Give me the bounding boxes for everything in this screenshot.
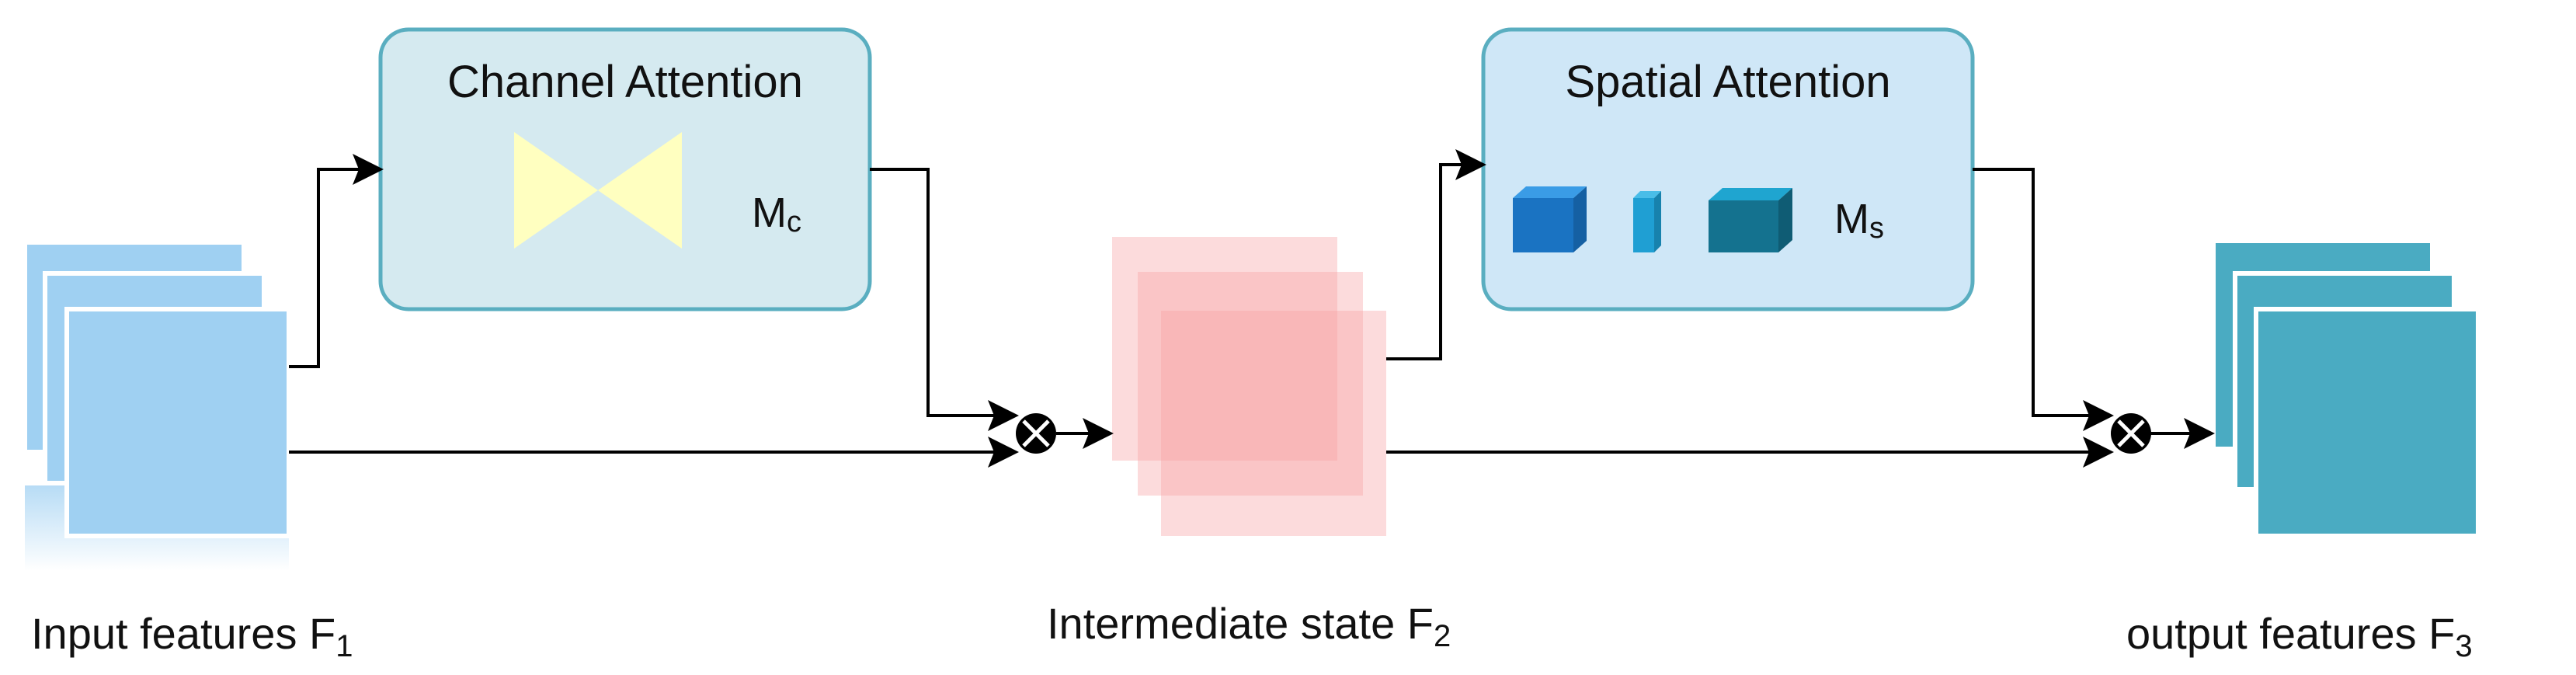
multiply-node-icon	[1016, 413, 1056, 454]
input-features-caption: Input features F1	[31, 609, 353, 663]
spatial-attention-title: Spatial Attention	[1565, 57, 1890, 107]
connectors	[289, 149, 2215, 468]
intermediate-state-stack	[1112, 237, 1386, 536]
cube-icon	[1513, 186, 1587, 252]
multiply-node-icon	[2111, 413, 2151, 454]
output-features-stack	[2211, 238, 2480, 538]
channel-to-multiply-arrow	[870, 168, 1019, 431]
intermediate-layer-1	[1112, 237, 1337, 461]
spatial-attention-module: Spatial Attention Ms	[1481, 27, 1975, 311]
input-to-channel-arrow	[289, 154, 384, 368]
intermediate-state-caption: Intermediate state F2	[1047, 599, 1451, 653]
intermediate-layer-3	[1161, 311, 1386, 536]
bowtie-icon	[514, 132, 682, 249]
channel-attention-module: Channel Attention Mc	[378, 27, 872, 311]
input-features-stack	[23, 240, 291, 571]
channel-attention-map-label: Mc	[752, 190, 801, 238]
intermediate-layer-2	[1138, 272, 1363, 496]
channel-attention-title: Channel Attention	[447, 57, 803, 107]
spatial-to-multiply-arrow	[1973, 168, 2114, 431]
input-feature-layer-3	[64, 307, 291, 538]
intermediate-to-spatial-arrow	[1386, 149, 1486, 360]
output-feature-layer-3	[2254, 307, 2480, 538]
output-features-caption: output features F3	[2126, 609, 2473, 663]
cube-icon	[1709, 188, 1792, 252]
spatial-attention-map-label: Ms	[1834, 196, 1884, 245]
cube-icon	[1633, 191, 1661, 252]
